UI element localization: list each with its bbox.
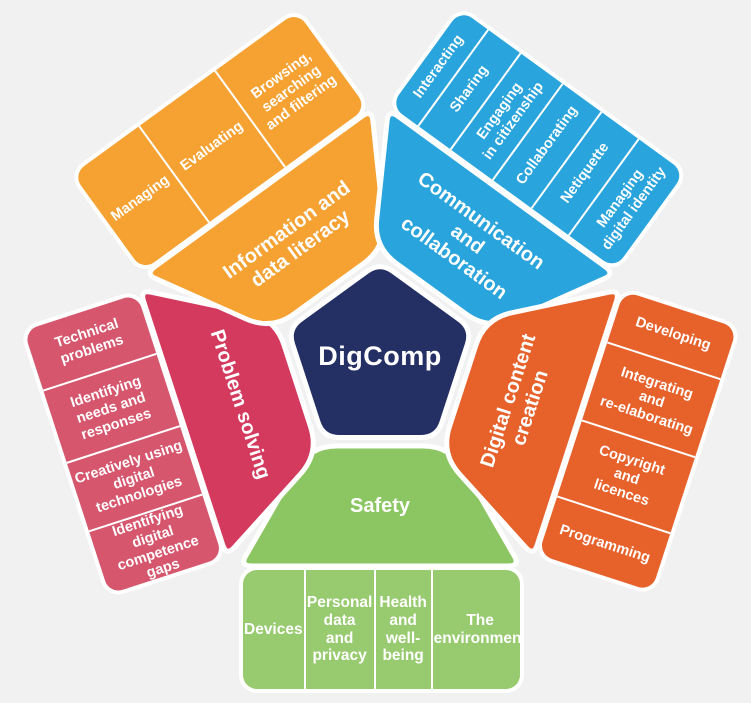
cell-personal-data-label: Personal data and privacy <box>306 593 373 665</box>
center-title: DigComp <box>285 332 475 380</box>
cell-devices-label: Devices <box>244 620 303 638</box>
information-wedge-path <box>147 111 387 327</box>
communication-wedge-path <box>373 111 613 327</box>
cell-health: Health and well- being <box>373 570 431 689</box>
safety-wedge-path <box>241 443 519 569</box>
problem-wedge-shape <box>140 289 316 554</box>
digital-wedge-shape <box>444 289 620 554</box>
safety-wedge-shape <box>241 443 519 569</box>
digital-wedge-path <box>444 289 620 554</box>
safety-panel: Devices Personal data and privacy Health… <box>243 570 520 689</box>
cell-personal-data: Personal data and privacy <box>303 570 374 689</box>
information-wedge-shape <box>147 111 387 327</box>
center-pentagon-path <box>288 264 472 440</box>
cell-environment-label: The environment <box>433 611 520 647</box>
center-title-text: DigComp <box>318 340 442 371</box>
cell-health-label: Health and well- being <box>379 593 427 665</box>
problem-wedge-path <box>140 289 316 554</box>
cell-devices: Devices <box>243 570 304 689</box>
cell-environment: The environment <box>430 570 520 689</box>
communication-wedge-shape <box>373 111 613 327</box>
